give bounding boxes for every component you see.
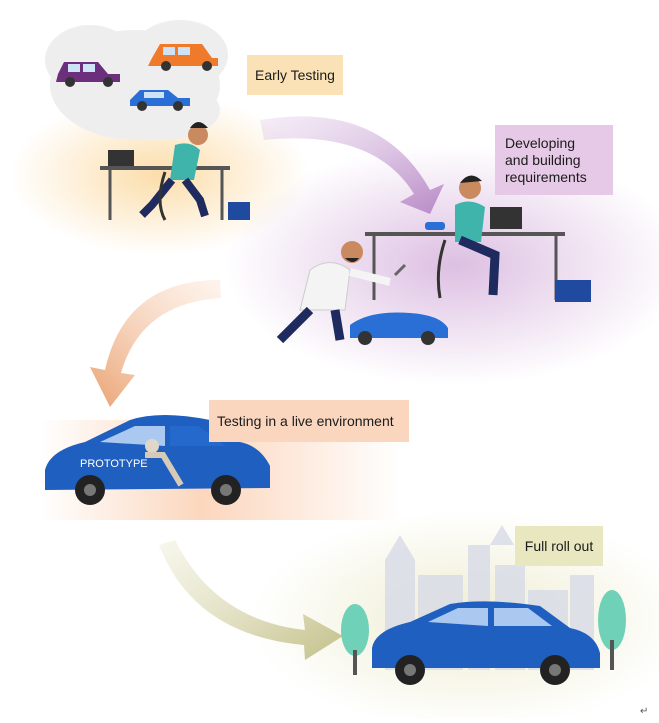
stage-label-line: Developing xyxy=(505,135,576,151)
arrow-to-stage2 xyxy=(260,116,444,214)
final-car xyxy=(372,601,600,685)
trees xyxy=(341,590,626,675)
desk-person-2 xyxy=(365,175,591,302)
desk-person-1 xyxy=(100,122,250,221)
mechanic-figure xyxy=(276,241,407,344)
stage-label-text: Full roll out xyxy=(524,537,594,554)
stage-label-live-testing: Testing in a live environment xyxy=(209,400,409,442)
arrow-to-stage3 xyxy=(90,280,221,407)
orange-van-icon xyxy=(148,44,218,71)
prototype-badge: PROTOTYPE xyxy=(80,458,148,470)
arrow-to-stage4 xyxy=(159,540,343,660)
stage-label-early-testing: Early Testing xyxy=(247,55,343,95)
return-mark: ↵ xyxy=(640,706,649,717)
stage-label-line: and building xyxy=(505,152,581,168)
purple-car-icon xyxy=(56,62,120,87)
stage-label-line: requirements xyxy=(505,169,587,185)
stage-label-text: Testing in a live environment xyxy=(217,412,394,429)
stage-label-developing: Developing and building requirements xyxy=(495,125,613,195)
stage-label-text: Early Testing xyxy=(255,66,335,83)
stage-label-full-roll-out: Full roll out xyxy=(515,526,603,566)
model-car-icon xyxy=(350,312,448,345)
blue-car-icon xyxy=(130,90,190,111)
